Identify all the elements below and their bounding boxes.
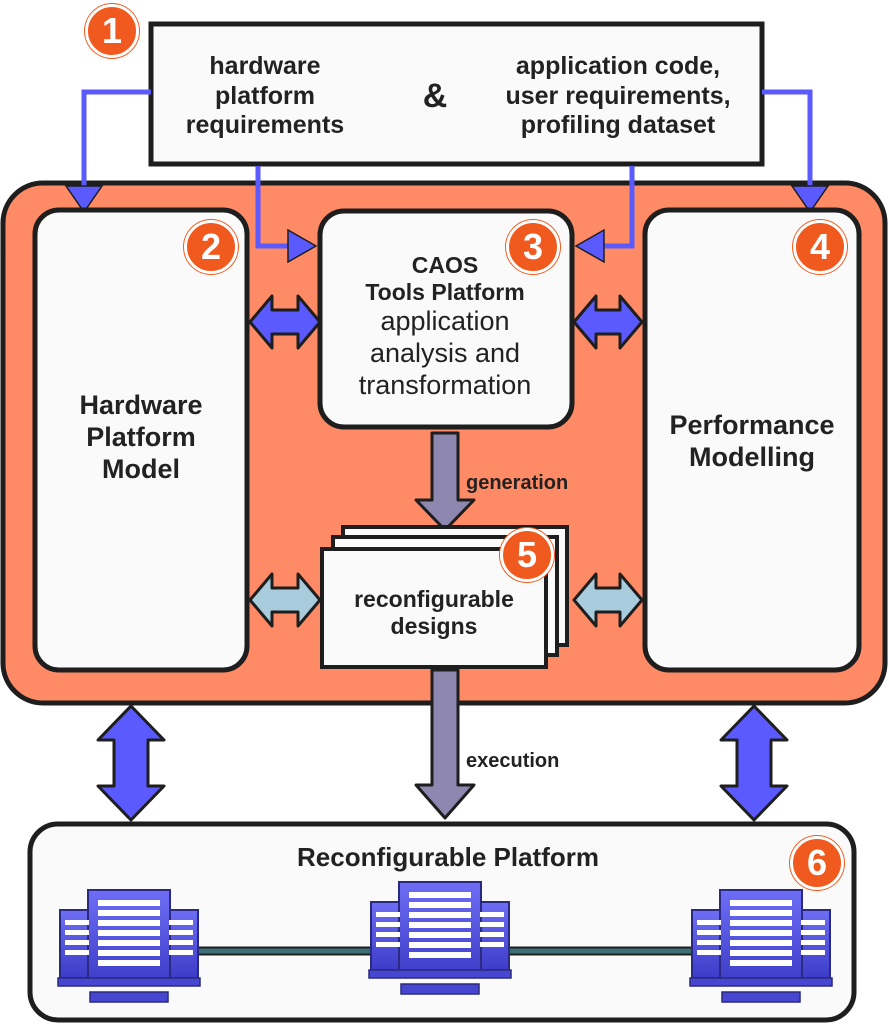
caos-label: CAOS Tools Platform application analysis… bbox=[358, 252, 532, 400]
badge-2: 2 bbox=[184, 220, 238, 274]
req-line-right bbox=[762, 89, 813, 188]
vertical-double-arrow-left bbox=[96, 704, 166, 822]
badge-1: 1 bbox=[85, 4, 139, 58]
double-arrow-designs-right bbox=[572, 572, 644, 628]
badge-5: 5 bbox=[500, 528, 554, 582]
req-arrowhead-right bbox=[790, 185, 830, 214]
hardware-model-box bbox=[32, 207, 250, 673]
designs-label: reconfigurable designs bbox=[354, 586, 514, 640]
application-requirements-text: application code, user requirements, pro… bbox=[505, 52, 731, 139]
performance-label: Performance Modelling bbox=[669, 410, 835, 472]
req-arrowhead-center-right bbox=[574, 228, 605, 264]
req-line-center-right bbox=[600, 166, 635, 249]
double-arrow-left-caos bbox=[248, 294, 322, 350]
generation-label: generation bbox=[466, 472, 569, 494]
req-line-center-left bbox=[255, 166, 292, 249]
double-arrow-caos-right bbox=[572, 294, 644, 350]
badge-6: 6 bbox=[790, 836, 844, 890]
generation-arrow bbox=[414, 431, 476, 532]
req-arrowhead-left bbox=[64, 185, 104, 214]
ampersand: & bbox=[422, 77, 448, 115]
server-icon bbox=[368, 881, 512, 995]
badge-4: 4 bbox=[793, 220, 847, 274]
hardware-requirements-text: hardware platform requirements bbox=[185, 52, 345, 139]
badge-3: 3 bbox=[506, 220, 560, 274]
hardware-model-label: Hardware Platform Model bbox=[79, 390, 203, 484]
platform-title: Reconfigurable Platform bbox=[297, 842, 599, 872]
req-arrowhead-center-left bbox=[287, 228, 318, 264]
caos-box bbox=[317, 208, 575, 430]
server-icon bbox=[689, 889, 833, 1003]
execution-label: execution bbox=[466, 750, 560, 772]
performance-box bbox=[642, 207, 862, 673]
vertical-double-arrow-right bbox=[719, 704, 789, 822]
req-line-left bbox=[81, 89, 151, 188]
server-icon bbox=[57, 889, 201, 1003]
execution-arrow bbox=[414, 668, 476, 820]
requirements-box bbox=[148, 21, 765, 167]
